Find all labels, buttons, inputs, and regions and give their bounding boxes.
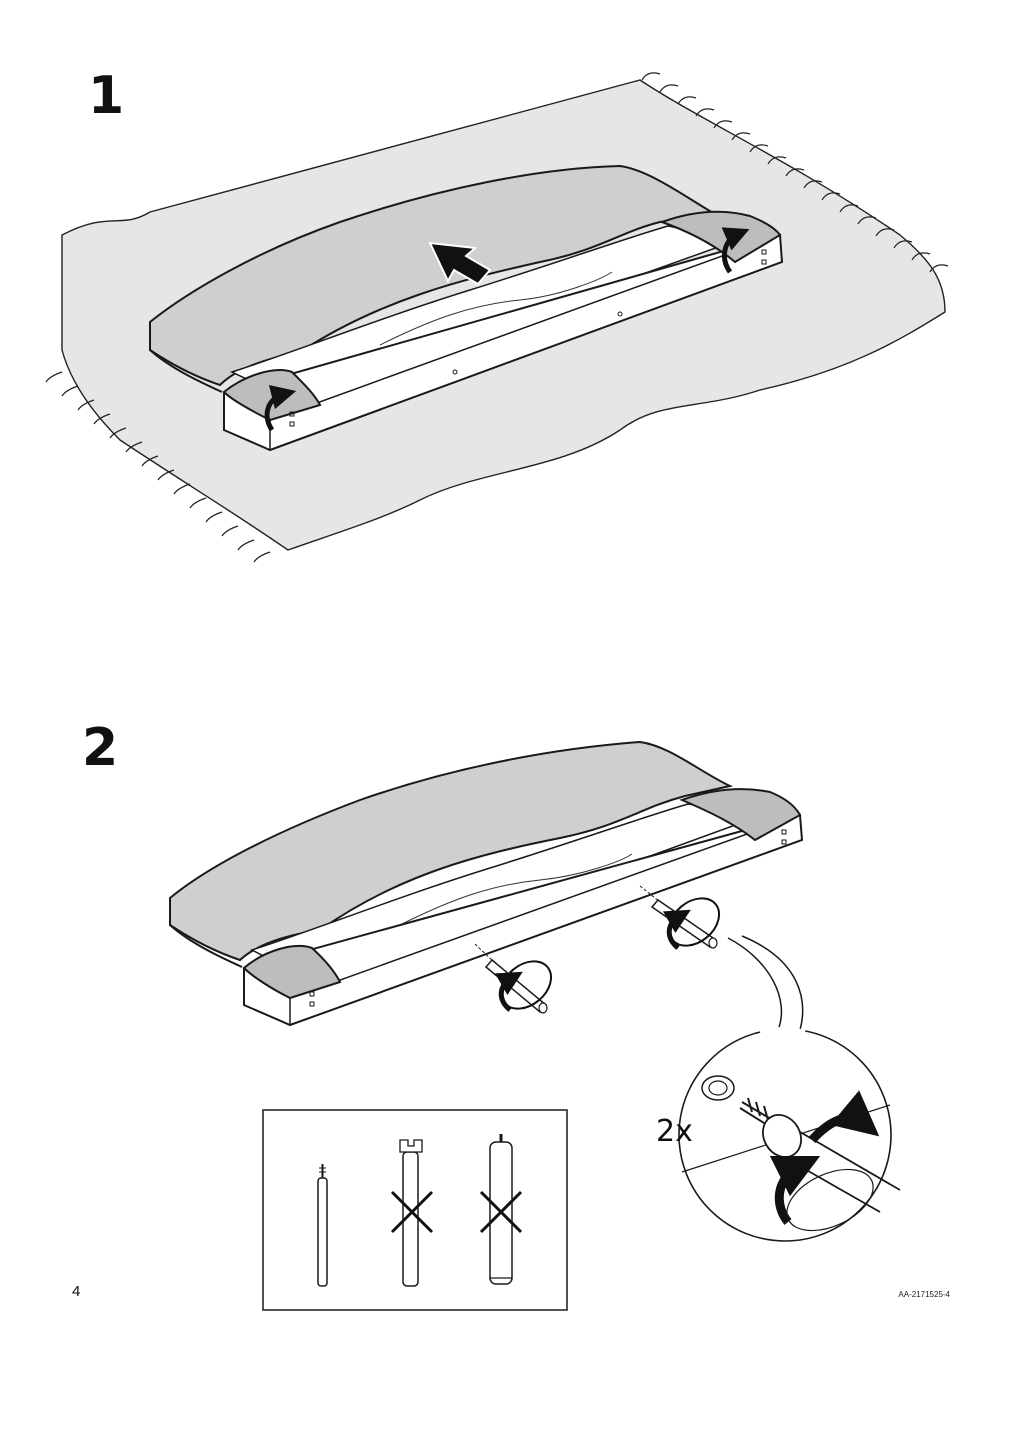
incorrect-leg-thick	[479, 1134, 523, 1285]
rotate-arrow-icon	[494, 971, 523, 1012]
step-1-illustration	[45, 72, 949, 563]
rug-fringe-bottom	[45, 371, 271, 563]
rotate-arrow-icon	[721, 227, 750, 274]
rotate-arrow-icon	[808, 1090, 880, 1144]
step-1-number: 1	[88, 66, 124, 126]
cross-icon	[390, 1190, 434, 1234]
fabric-corner-left	[242, 945, 342, 1000]
step-2-illustration	[169, 740, 901, 1311]
cushion-fabric	[169, 740, 734, 962]
fabric-corner-right	[659, 210, 782, 264]
frame-rail	[223, 233, 784, 452]
rug-fringe-top	[641, 72, 949, 273]
rotate-arrow-icon	[264, 384, 297, 432]
correct-leg	[317, 1164, 328, 1287]
rotate-arrow-icon	[662, 909, 691, 950]
rotate-arrow-icon	[769, 1155, 821, 1225]
cross-icon	[479, 1190, 523, 1234]
fabric-corner-right	[679, 788, 802, 842]
step-2-number: 2	[82, 718, 118, 778]
quantity-label: 2x	[656, 1114, 693, 1149]
page-number: 4	[72, 1283, 81, 1300]
arrow-push-icon	[428, 241, 492, 286]
detail-closeup	[681, 1075, 901, 1232]
legs-comparison-box	[262, 1109, 568, 1311]
detail-callout-tail	[727, 935, 804, 1031]
document-code: AA-2171525-4	[898, 1290, 950, 1299]
leg-1	[474, 943, 553, 1014]
frame-rail	[243, 813, 804, 1027]
incorrect-leg-bracket	[390, 1139, 434, 1287]
leg-2	[639, 885, 721, 950]
